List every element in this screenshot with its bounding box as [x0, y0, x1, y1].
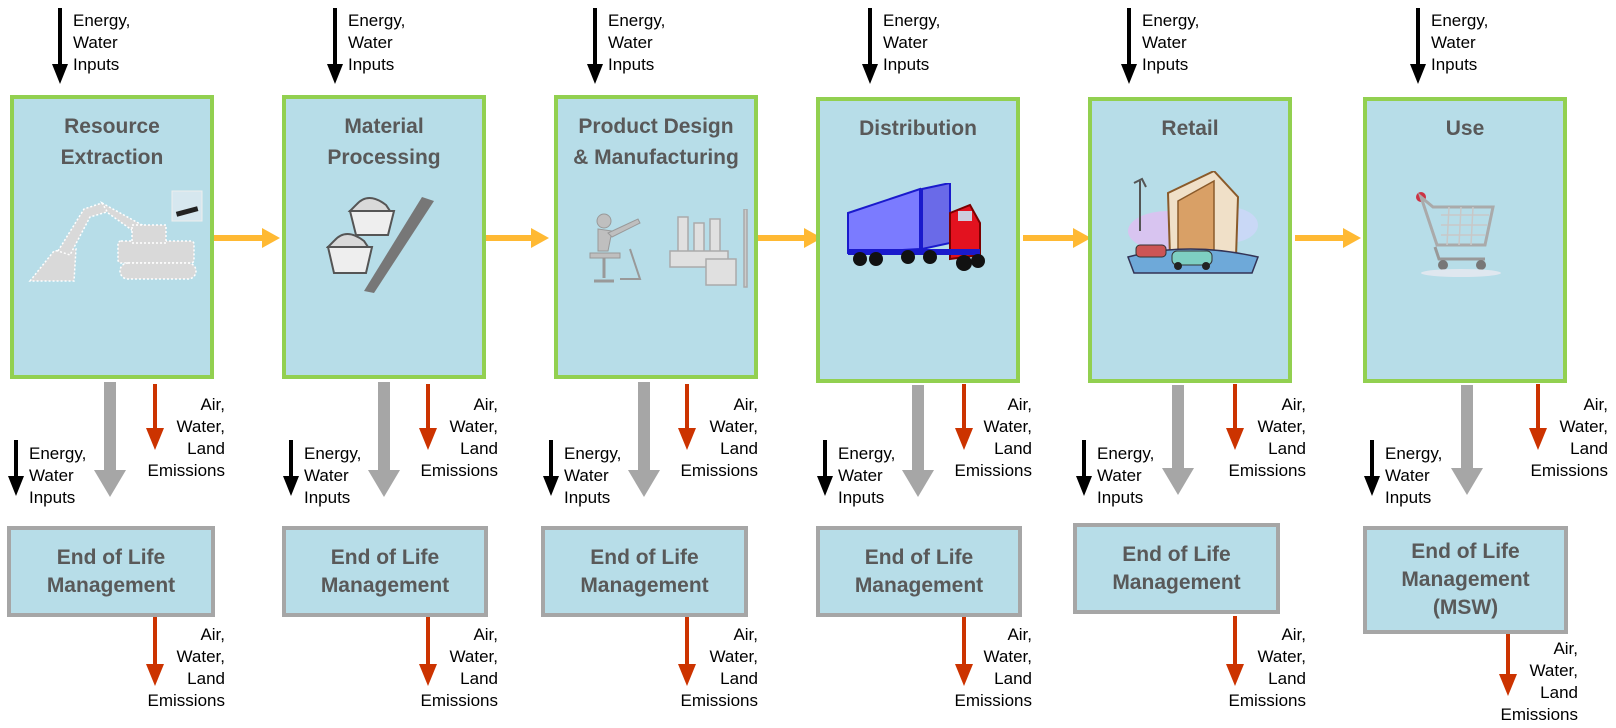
top-input-label-5: Energy, Water Inputs	[1142, 11, 1200, 74]
eol-box-2: End of Life Management	[282, 526, 488, 617]
eol-input-arrow-4	[817, 440, 833, 496]
flow-arrow-3	[756, 228, 822, 248]
top-input-arrow-4	[862, 8, 878, 84]
eol-box-6: End of Life Management (MSW)	[1363, 526, 1568, 634]
stage-title: Distribution	[859, 117, 977, 140]
top-input-label-2: Energy, Water Inputs	[348, 11, 406, 74]
stage-title: Product Design & Manufacturing	[573, 115, 739, 169]
top-input-arrows	[52, 8, 1426, 84]
eol-input-label-2: Energy, Water Inputs	[304, 444, 362, 507]
stage-title: Use	[1445, 117, 1485, 140]
eol-input-label-3: Energy, Water Inputs	[564, 444, 622, 507]
top-input-arrow-2	[327, 8, 343, 84]
flow-arrow-2	[485, 228, 549, 248]
stage-retail: Retail	[1088, 97, 1292, 383]
top-input-label-3: Energy, Water Inputs	[608, 11, 666, 74]
stage-title: Retail	[1161, 117, 1219, 140]
stage-title: Material Processing	[327, 115, 441, 169]
stage-title: Resource Extraction	[60, 115, 164, 169]
flow-arrow-1	[214, 228, 280, 248]
eol-title: End of Life Management	[854, 545, 984, 597]
stage-emission-label-2: Air, Water, Land Emissions	[420, 395, 498, 480]
eol-emission-label-3: Air, Water, Land Emissions	[680, 625, 758, 710]
eol-input-arrow-1	[8, 440, 24, 496]
eol-emission-label-2: Air, Water, Land Emissions	[420, 625, 498, 710]
eol-emission-label-4: Air, Water, Land Emissions	[954, 625, 1032, 710]
eol-input-arrow-5	[1076, 440, 1092, 496]
eol-input-arrow-2	[283, 440, 299, 496]
eol-title: End of Life Management	[46, 545, 176, 597]
eol-title: End of Life Management	[320, 545, 450, 597]
stage-emission-arrows	[146, 384, 1547, 450]
eol-input-label-1: Energy, Water Inputs	[29, 444, 87, 507]
eol-box-4: End of Life Management	[816, 526, 1022, 617]
top-input-label-4: Energy, Water Inputs	[883, 11, 941, 74]
eol-box-3: End of Life Management	[541, 526, 748, 617]
eol-input-label-6: Energy, Water Inputs	[1385, 444, 1443, 507]
top-input-arrow-1	[52, 8, 68, 84]
stage-distribution: Distribution	[816, 97, 1020, 383]
eol-emission-label-6: Air, Water, Land Emissions	[1500, 639, 1578, 724]
stage-emission-label-4: Air, Water, Land Emissions	[954, 395, 1032, 480]
eol-input-label-4: Energy, Water Inputs	[838, 444, 896, 507]
materials-icon	[326, 197, 434, 293]
excavator-icon	[28, 190, 203, 282]
top-input-label-6: Energy, Water Inputs	[1431, 11, 1489, 74]
eol-emission-label-1: Air, Water, Land Emissions	[147, 625, 225, 710]
stage-material-processing: Material Processing	[282, 95, 486, 379]
shopping-cart-icon	[1416, 192, 1501, 277]
eol-emission-arrows	[146, 616, 1517, 696]
top-input-arrow-3	[587, 8, 603, 84]
eol-title: End of Life Management	[1112, 542, 1241, 594]
top-input-arrow-6	[1410, 8, 1426, 84]
manufacturing-icon	[589, 209, 748, 288]
truck-icon	[847, 183, 985, 271]
eol-title: End of Life Management	[580, 545, 709, 597]
stage-product-design-manufacturing: Product Design & Manufacturing	[554, 95, 758, 379]
stage-resource-extraction: Resource Extraction	[10, 95, 214, 379]
eol-input-label-5: Energy, Water Inputs	[1097, 444, 1155, 507]
top-input-arrow-5	[1121, 8, 1137, 84]
flow-arrow-4	[1023, 228, 1091, 248]
stage-emission-label-5: Air, Water, Land Emissions	[1228, 395, 1306, 480]
stage-emission-label-1: Air, Water, Land Emissions	[147, 395, 225, 480]
eol-input-arrow-3	[543, 440, 559, 496]
eol-arrow-6	[1451, 385, 1483, 495]
eol-emission-label-5: Air, Water, Land Emissions	[1228, 625, 1306, 710]
eol-arrow-5	[1162, 385, 1194, 495]
stage-emission-label-3: Air, Water, Land Emissions	[680, 395, 758, 480]
flow-arrow-5	[1295, 228, 1361, 248]
eol-title: End of Life Management (MSW)	[1401, 540, 1530, 619]
top-input-label-1: Energy, Water Inputs	[73, 11, 131, 74]
stage-use: Use	[1363, 97, 1567, 383]
store-icon	[1127, 171, 1260, 274]
stage-emission-label-6: Air, Water, Land Emissions	[1530, 395, 1608, 480]
eol-box-5: End of Life Management	[1073, 523, 1280, 614]
eol-input-arrow-6	[1364, 440, 1380, 496]
eol-box-1: End of Life Management	[7, 526, 215, 617]
